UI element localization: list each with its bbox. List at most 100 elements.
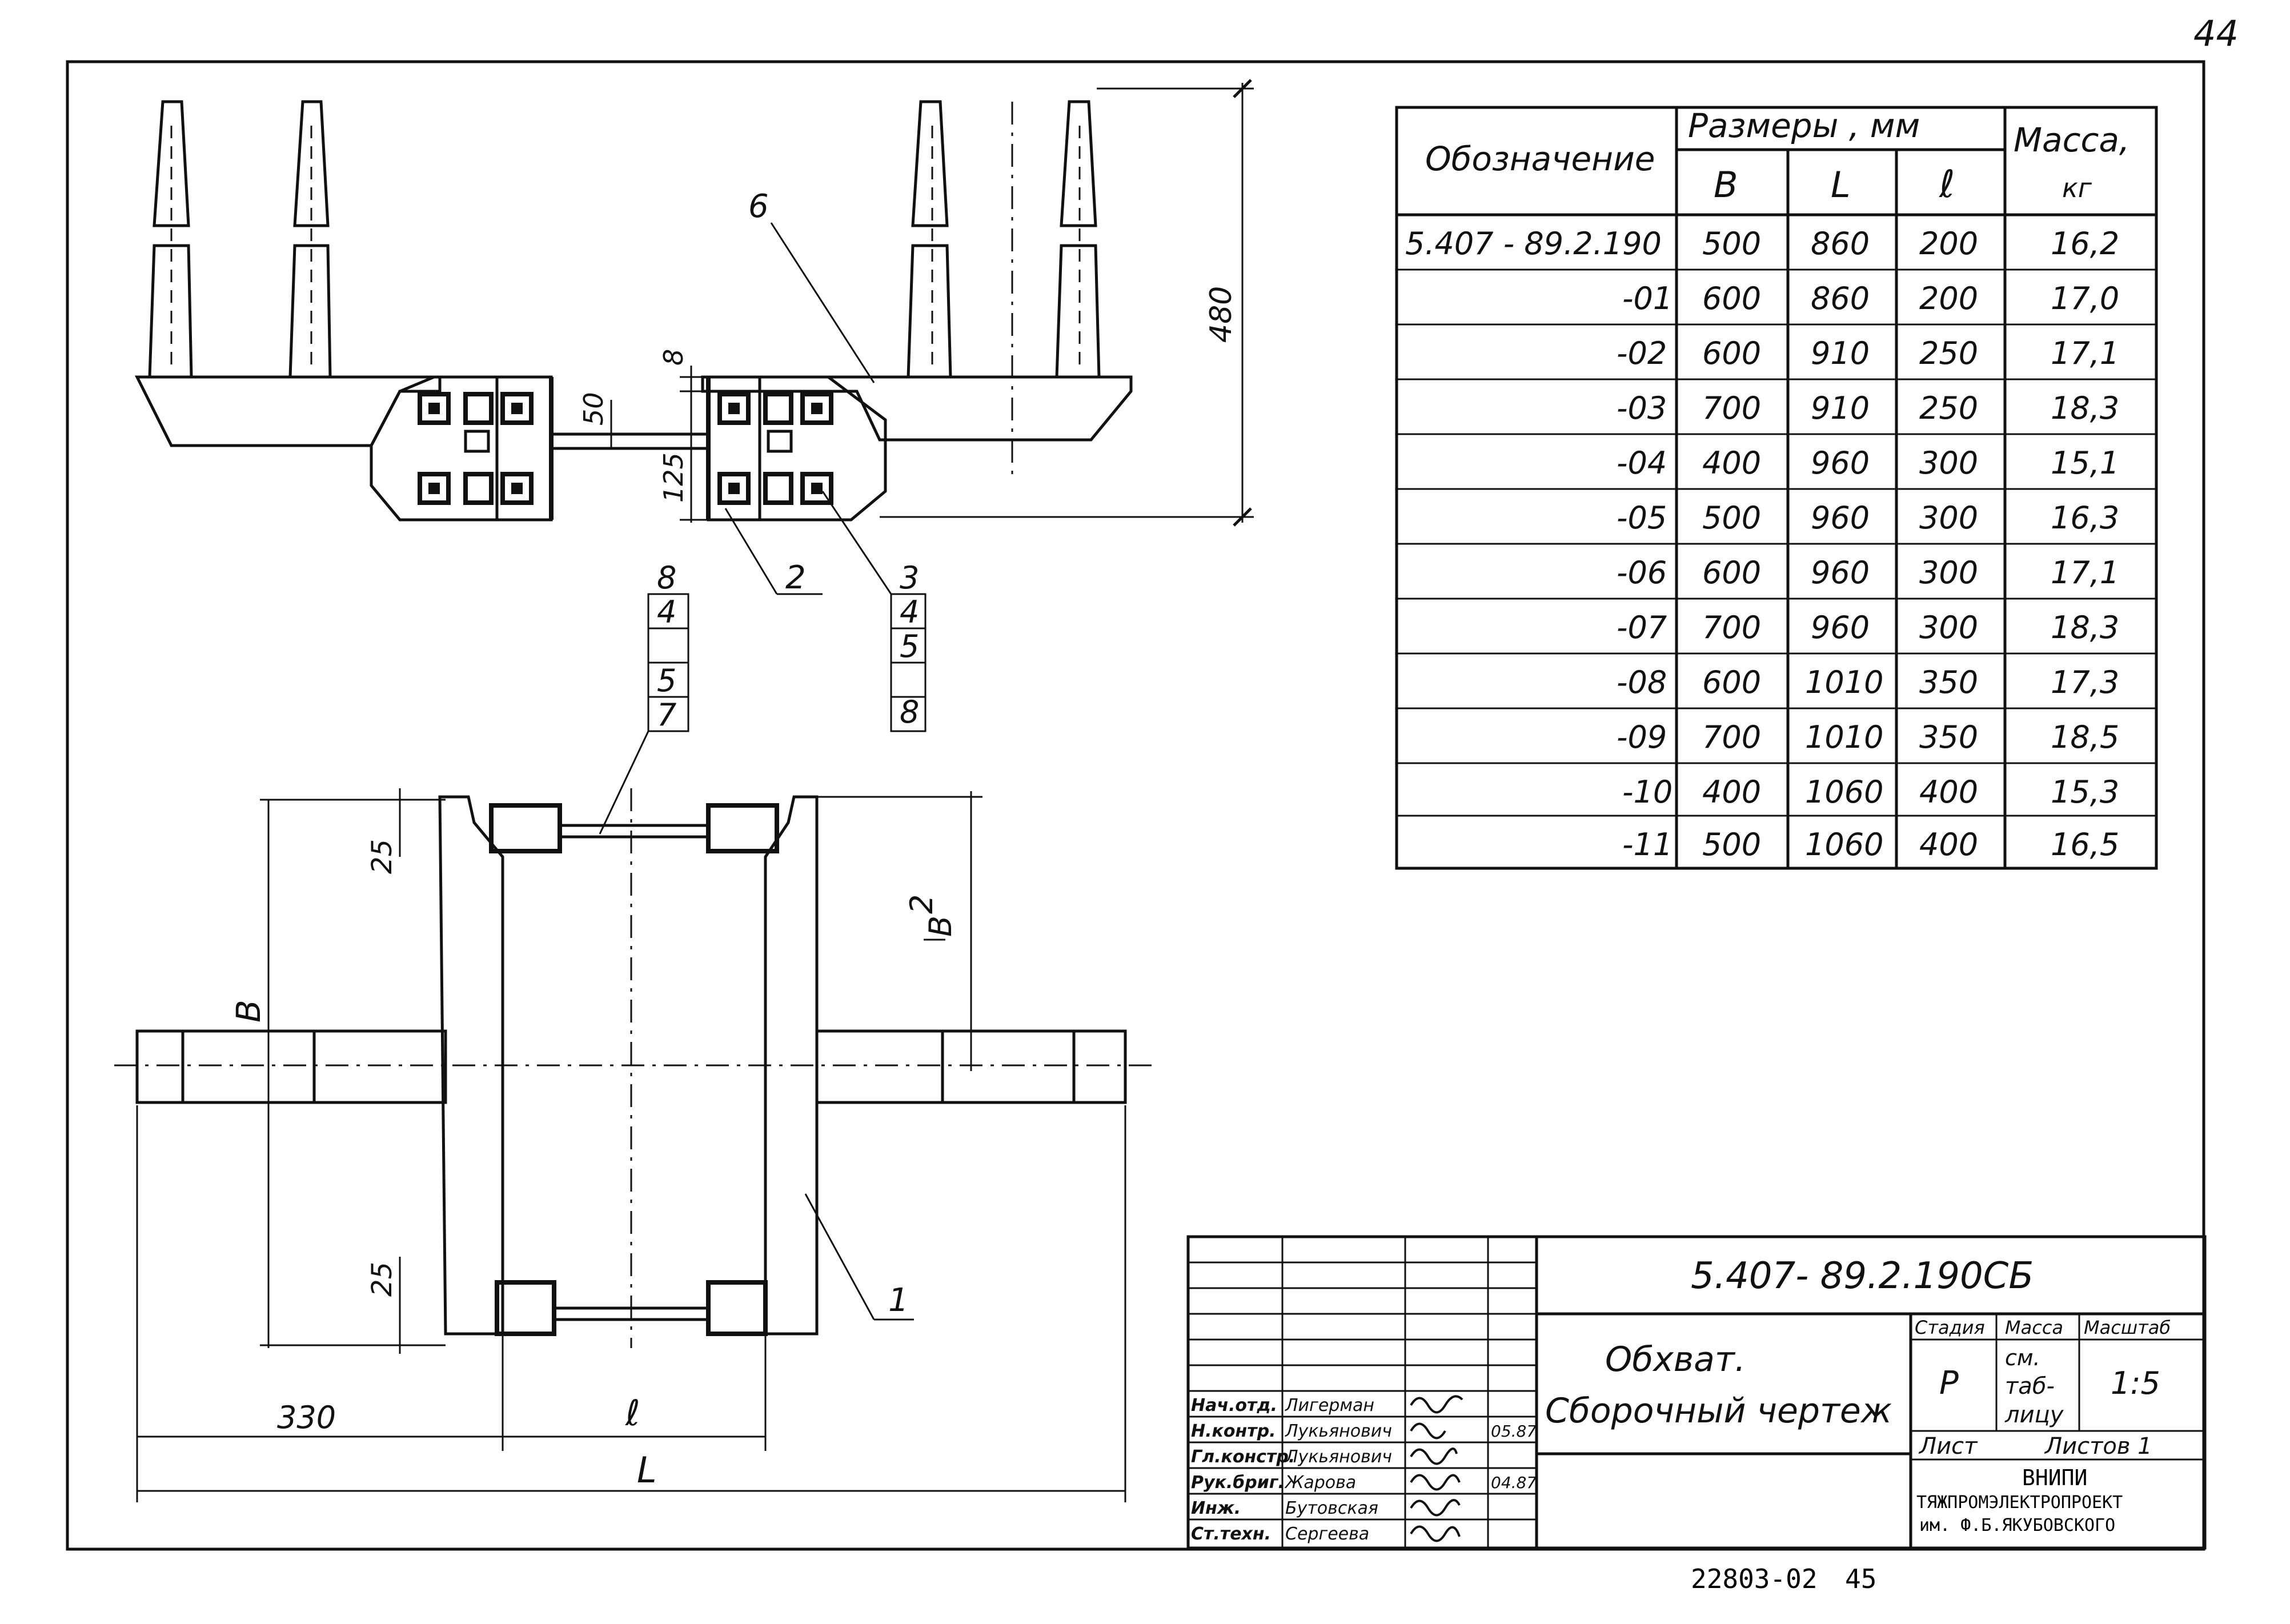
cell-L: 1010 <box>1805 719 1883 755</box>
cell-l: 300 <box>1919 555 1978 591</box>
role-label: Ст.техн. <box>1191 1524 1271 1544</box>
mass-value-2: таб- <box>2005 1373 2055 1400</box>
header-L: L <box>1831 164 1851 206</box>
cell-l: 400 <box>1919 774 1978 810</box>
role-name: Лукьянович <box>1285 1447 1392 1467</box>
dim-8: 8 <box>658 349 689 366</box>
sheet-label: Лист <box>1918 1433 1978 1459</box>
cell-b: 400 <box>1702 445 1761 481</box>
org-line1: ВНИПИ <box>2022 1465 2087 1490</box>
cell-L: 960 <box>1811 609 1870 645</box>
cell-b: 700 <box>1702 719 1761 755</box>
role-name: Лигерман <box>1285 1396 1374 1416</box>
cell-mass: 15,1 <box>2051 445 2119 481</box>
cell-L: 1060 <box>1805 774 1883 810</box>
cell-l: 250 <box>1919 335 1978 371</box>
role-label: Нач.отд. <box>1191 1396 1277 1416</box>
role-name: Лукьянович <box>1285 1421 1392 1441</box>
cell-designation: -10 <box>1622 774 1673 810</box>
stack-right-item: 5 <box>900 628 919 664</box>
header-sizes: Размеры , мм <box>1688 106 1920 145</box>
cell-l: 200 <box>1919 280 1978 316</box>
dim-480: 480 <box>1204 286 1238 343</box>
cell-b: 600 <box>1702 335 1761 371</box>
cell-mass: 16,5 <box>2051 827 2119 863</box>
stack-right-item: 4 <box>900 594 919 630</box>
role-name: Сергеева <box>1285 1524 1369 1544</box>
cell-designation: -05 <box>1617 500 1667 536</box>
callout-6: 6 <box>748 188 769 225</box>
cell-b: 700 <box>1702 609 1761 645</box>
cell-b: 500 <box>1702 226 1761 262</box>
cell-L: 1010 <box>1805 664 1883 700</box>
role-label: Гл.констр. <box>1191 1447 1295 1467</box>
dim-125: 125 <box>658 452 689 503</box>
bottom-page: 45 <box>1845 1563 1876 1594</box>
dim-25-bottom: 25 <box>366 1262 398 1297</box>
cell-designation: -07 <box>1617 609 1667 645</box>
cell-designation: -03 <box>1617 390 1667 426</box>
cell-b: 600 <box>1702 664 1761 700</box>
cell-L: 1060 <box>1805 827 1883 863</box>
cell-designation: -01 <box>1622 280 1673 316</box>
cell-b: 700 <box>1702 390 1761 426</box>
cell-designation: -11 <box>1622 827 1673 863</box>
stack-right-item: 3 <box>900 560 919 596</box>
dim-l: ℓ <box>625 1392 640 1434</box>
cell-l: 400 <box>1919 827 1978 863</box>
cell-mass: 17,1 <box>2051 335 2119 371</box>
scale-header: Масштаб <box>2084 1317 2171 1338</box>
cell-mass: 17,3 <box>2051 664 2119 700</box>
dim-B-half-den: 2 <box>904 895 940 914</box>
stage-header: Стадия <box>1915 1317 1985 1338</box>
page-number: 44 <box>2193 13 2239 54</box>
cell-mass: 18,3 <box>2051 390 2119 426</box>
org-line2: ТЯЖПРОМЭЛЕКТРОПРОЕКТ <box>1916 1493 2123 1513</box>
bottom-code: 22803-02 <box>1691 1563 1818 1594</box>
org-line3: им. Ф.Б.ЯКУБОВСКОГО <box>1919 1515 2115 1535</box>
dim-330: 330 <box>277 1400 336 1435</box>
stack-left-item: 4 <box>657 594 676 630</box>
role-date: 04.87 <box>1491 1473 1537 1492</box>
stack-left-item: 8 <box>657 560 676 596</box>
header-l: ℓ <box>1939 162 1955 206</box>
cell-mass: 15,3 <box>2051 774 2119 810</box>
dim-25-top: 25 <box>366 839 398 874</box>
cell-L: 910 <box>1811 390 1870 426</box>
dim-50: 50 <box>578 392 609 426</box>
role-name: Жарова <box>1284 1473 1356 1493</box>
header-mass-unit: кг <box>2062 173 2092 203</box>
cell-L: 960 <box>1811 445 1870 481</box>
size-table: Обозначение Размеры , мм В L ℓ Масса, кг… <box>1395 106 2158 870</box>
role-name: Бутовская <box>1285 1498 1378 1518</box>
cell-b: 400 <box>1702 774 1761 810</box>
doc-code: 5.407- 89.2.190СБ <box>1691 1255 2034 1297</box>
cell-L: 960 <box>1811 555 1870 591</box>
bolt-icon <box>717 392 833 505</box>
cell-mass: 17,1 <box>2051 555 2119 591</box>
cell-designation: -02 <box>1617 335 1667 371</box>
cell-designation: 5.407 - 89.2.190 <box>1405 226 1662 262</box>
cell-designation: -08 <box>1617 664 1667 700</box>
cell-designation: -06 <box>1617 555 1667 591</box>
callout-1: 1 <box>888 1282 909 1319</box>
sheets-label: Листов 1 <box>2044 1433 2152 1459</box>
cell-b: 500 <box>1702 827 1761 863</box>
dim-B: В <box>229 1000 268 1022</box>
scale-value: 1:5 <box>2111 1365 2160 1401</box>
sheet-frame <box>66 60 2205 1551</box>
plan-view-drawing: В 25 25 В 2 330 ℓ L 1 <box>114 788 1154 1502</box>
cell-mass: 16,3 <box>2051 500 2119 536</box>
cell-designation: -04 <box>1617 445 1667 481</box>
mass-value-1: см. <box>2005 1345 2040 1370</box>
cell-l: 300 <box>1919 609 1978 645</box>
stack-left-item: 5 <box>657 663 676 699</box>
cell-l: 250 <box>1919 390 1978 426</box>
bolt-icon <box>418 392 534 505</box>
cell-l: 300 <box>1919 500 1978 536</box>
cell-b: 600 <box>1702 280 1761 316</box>
dim-L: L <box>637 1449 657 1491</box>
signature-icon <box>1410 1395 1463 1542</box>
role-label: Рук.бриг. <box>1191 1473 1285 1493</box>
